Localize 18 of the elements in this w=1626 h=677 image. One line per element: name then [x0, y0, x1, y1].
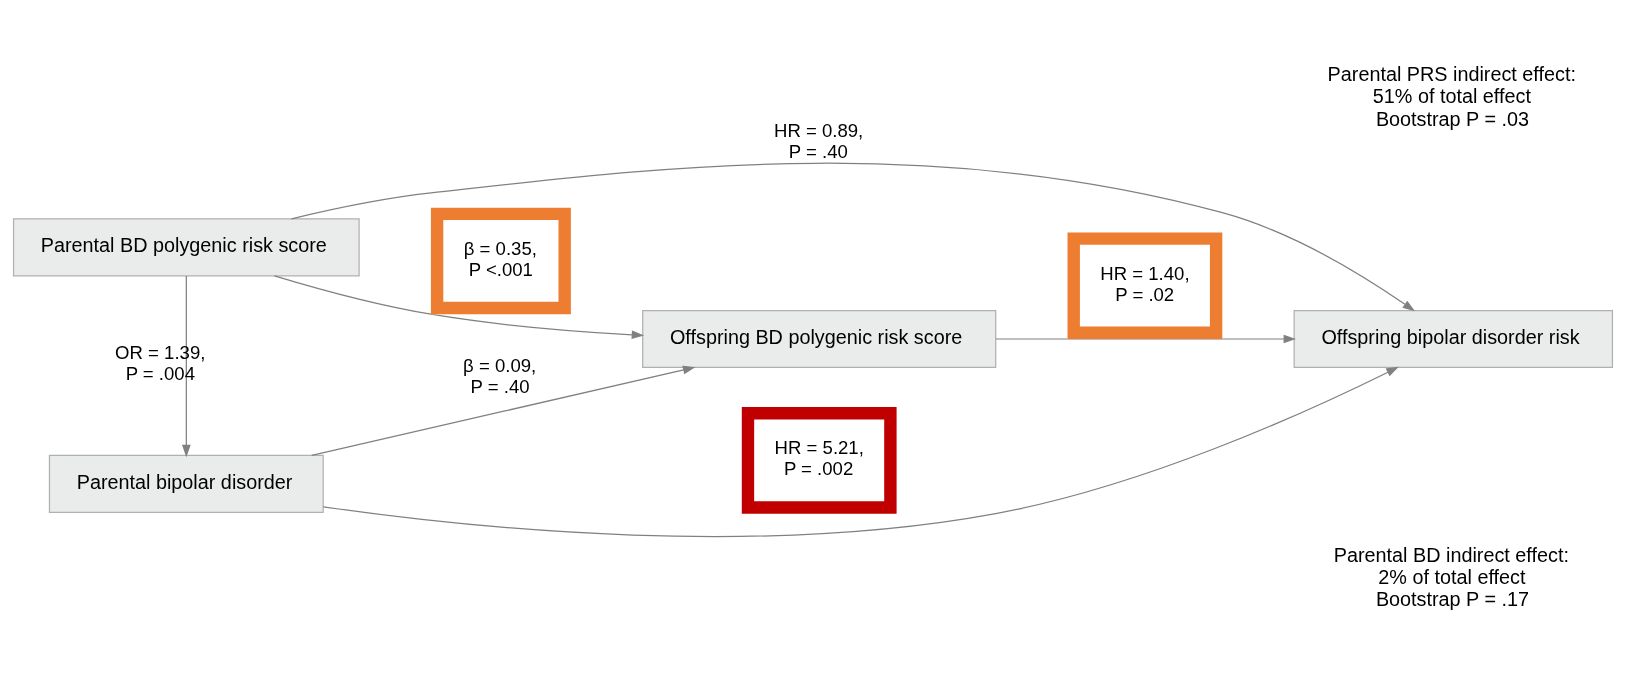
node-box: Offspring BD polygenic risk score: [642, 309, 997, 368]
label: Parental BD indirect effect: 2% of total effect Bootstrap P = .17: [1333, 543, 1569, 610]
arrow: [995, 334, 1296, 343]
edge-label: β = 0.35, P <.001: [463, 237, 537, 280]
arrow: [311, 365, 696, 456]
edge-label: HR = 0.89, P = .40: [773, 119, 864, 162]
edge-label: OR = 1.39, P = .004: [115, 341, 206, 384]
arrow: [290, 162, 1415, 311]
arrow: [181, 274, 191, 457]
arrow: [273, 274, 645, 339]
node-box: Parental BD polygenic risk score: [12, 217, 360, 276]
label: Parental PRS indirect effect: 51% of total effect Bootstrap P = .03: [1327, 62, 1576, 130]
node-box: Offspring bipolar disorder risk: [1293, 309, 1614, 368]
edge-label: HR = 1.40, P = .02: [1100, 262, 1190, 305]
arrow: [322, 366, 1399, 537]
edge-label: β = 0.09, P = .40: [463, 354, 537, 397]
edge-label: HR = 5.21, P = .002: [774, 436, 864, 479]
node-box: Parental bipolar disorder: [48, 454, 324, 513]
